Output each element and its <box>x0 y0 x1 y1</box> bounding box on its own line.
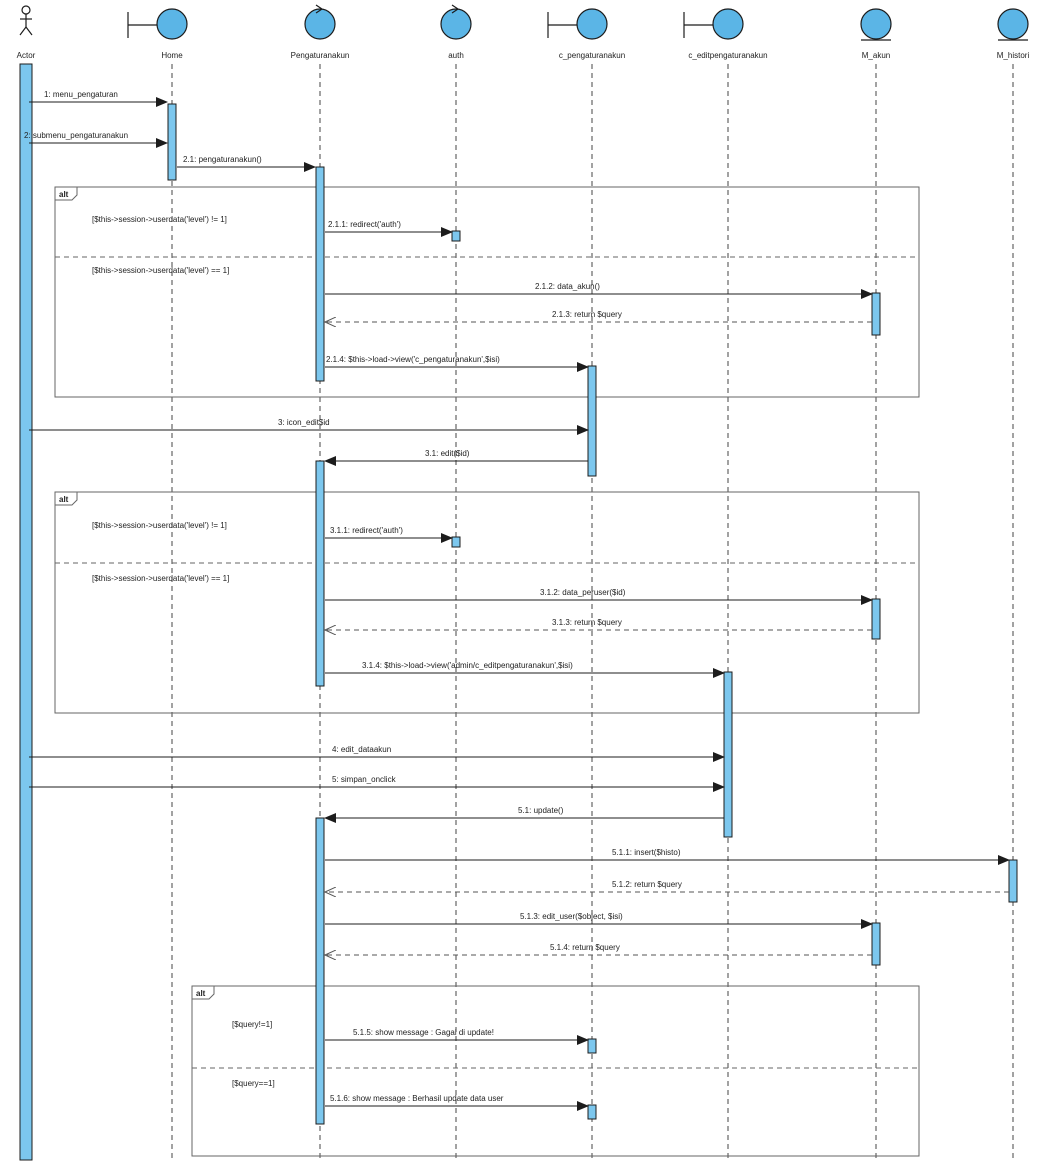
guard-condition: [$this->session->userdata('level') != 1] <box>92 521 227 530</box>
message-label: 5.1.2: return $query <box>612 880 682 889</box>
message-1: 1: menu_pengaturan <box>29 90 168 107</box>
actor-icon <box>19 5 33 36</box>
message-16: 5.1: update() <box>324 806 724 823</box>
fragment-operator: alt <box>59 190 69 199</box>
message-label: 3.1.2: data_peruser($id) <box>540 588 626 597</box>
auth-activation-2 <box>451 536 461 548</box>
fragment-operator: alt <box>196 989 206 998</box>
pengaturanakun-activation-1 <box>315 166 325 382</box>
message-label: 2.1: pengaturanakun() <box>183 155 262 164</box>
message-label: 5.1.6: show message : Berhasil update da… <box>330 1094 504 1103</box>
message-5: 2.1.2: data_akun() <box>325 282 873 299</box>
message-label: 3.1.1: redirect('auth') <box>330 526 403 535</box>
pengaturanakun-label: Pengaturanakun <box>291 51 350 60</box>
pengaturanakun-activation-3 <box>315 817 325 1125</box>
alt-fragment-3: alt [$query!=1] [$query==1] <box>191 985 920 1157</box>
guard-condition: [$this->session->userdata('level') == 1] <box>92 574 229 583</box>
return-message-6: 2.1.3: return $query <box>325 310 872 322</box>
message-17: 5.1.1: insert($histo) <box>325 848 1010 865</box>
m-akun-activation-3 <box>871 922 881 966</box>
home-label: Home <box>161 51 183 60</box>
message-label: 5.1: update() <box>518 806 564 815</box>
message-19: 5.1.3: edit_user($object, $isi) <box>325 912 873 929</box>
m-histori-activation <box>1008 859 1018 903</box>
control-icon <box>304 4 336 40</box>
message-label: 3.1: edit($id) <box>425 449 470 458</box>
boundary-icon <box>683 8 744 40</box>
auth-head: auth <box>440 4 472 60</box>
fragment-operator: alt <box>59 495 69 504</box>
entity-icon <box>860 8 892 41</box>
message-label: 3: icon_edit$id <box>278 418 330 427</box>
boundary-icon <box>547 8 608 40</box>
message-label: 3.1.4: $this->load->view('admin/c_editpe… <box>362 661 573 670</box>
message-21: 5.1.5: show message : Gagal di update! <box>325 1028 589 1045</box>
message-label: 1: menu_pengaturan <box>44 90 118 99</box>
guard-condition: [$query==1] <box>232 1079 275 1088</box>
actor-head: Actor <box>17 5 36 60</box>
m-akun-activation-2 <box>871 598 881 640</box>
message-8: 3: icon_edit$id <box>29 418 589 435</box>
home-activation <box>167 103 177 181</box>
m-histori-label: M_histori <box>997 51 1030 60</box>
message-label: 2: submenu_pengaturanakun <box>24 131 128 140</box>
return-message-20: 5.1.4: return $query <box>325 943 872 955</box>
message-10: 3.1.1: redirect('auth') <box>325 526 453 543</box>
return-message-12: 3.1.3: return $query <box>325 618 872 630</box>
m-akun-label: M_akun <box>862 51 890 60</box>
c-editpengaturanakun-activation <box>723 671 733 838</box>
message-label: 3.1.3: return $query <box>552 618 622 627</box>
pengaturanakun-head: Pengaturanakun <box>291 4 350 60</box>
message-4: 2.1.1: redirect('auth') <box>325 220 453 237</box>
c-pengaturanakun-activation <box>587 365 597 477</box>
message-9: 3.1: edit($id) <box>324 449 588 466</box>
message-label: 4: edit_dataakun <box>332 745 391 754</box>
pengaturanakun-activation-2 <box>315 460 325 687</box>
message-2: 2: submenu_pengaturanakun <box>24 131 168 148</box>
message-label: 2.1.4: $this->load->view('c_pengaturanak… <box>326 355 500 364</box>
m-akun-activation-1 <box>871 292 881 336</box>
message-label: 2.1.1: redirect('auth') <box>328 220 401 229</box>
message-label: 5: simpan_onclick <box>332 775 397 784</box>
message-11: 3.1.2: data_peruser($id) <box>325 588 873 605</box>
message-label: 5.1.4: return $query <box>550 943 620 952</box>
message-14: 4: edit_dataakun <box>29 745 725 762</box>
message-label: 2.1.2: data_akun() <box>535 282 600 291</box>
message-label: 5.1.1: insert($histo) <box>612 848 681 857</box>
guard-condition: [$query!=1] <box>232 1020 272 1029</box>
c-editpengaturanakun-head: c_editpengaturanakun <box>683 8 768 60</box>
auth-activation-1 <box>451 230 461 242</box>
c-pengaturanakun-activation-3 <box>587 1104 597 1120</box>
alt-fragment-1: alt [$this->session->userdata('level') !=… <box>54 186 920 398</box>
return-message-18: 5.1.2: return $query <box>325 880 1009 892</box>
message-3: 2.1: pengaturanakun() <box>177 155 316 172</box>
guard-condition: [$this->session->userdata('level') != 1] <box>92 215 227 224</box>
actor-activation <box>19 63 33 1161</box>
m-histori-head: M_histori <box>997 8 1030 60</box>
message-label: 5.1.3: edit_user($object, $isi) <box>520 912 623 921</box>
home-head: Home <box>127 8 188 60</box>
message-label: 2.1.3: return $query <box>552 310 622 319</box>
message-15: 5: simpan_onclick <box>29 775 725 792</box>
actor-label: Actor <box>17 51 36 60</box>
alt-fragment-2: alt [$this->session->userdata('level') !=… <box>54 491 920 714</box>
guard-condition: [$this->session->userdata('level') == 1] <box>92 266 229 275</box>
message-label: 5.1.5: show message : Gagal di update! <box>353 1028 494 1037</box>
entity-icon <box>997 8 1029 41</box>
message-13: 3.1.4: $this->load->view('admin/c_editpe… <box>325 661 725 678</box>
message-7: 2.1.4: $this->load->view('c_pengaturanak… <box>325 355 589 372</box>
c-editpengaturanakun-label: c_editpengaturanakun <box>688 51 767 60</box>
c-pengaturanakun-head: c_pengaturanakun <box>547 8 625 60</box>
boundary-icon <box>127 8 188 40</box>
message-22: 5.1.6: show message : Berhasil update da… <box>325 1094 589 1111</box>
c-pengaturanakun-activation-2 <box>587 1038 597 1054</box>
m-akun-head: M_akun <box>860 8 892 60</box>
control-icon <box>440 4 472 40</box>
c-pengaturanakun-label: c_pengaturanakun <box>559 51 625 60</box>
auth-label: auth <box>448 51 464 60</box>
